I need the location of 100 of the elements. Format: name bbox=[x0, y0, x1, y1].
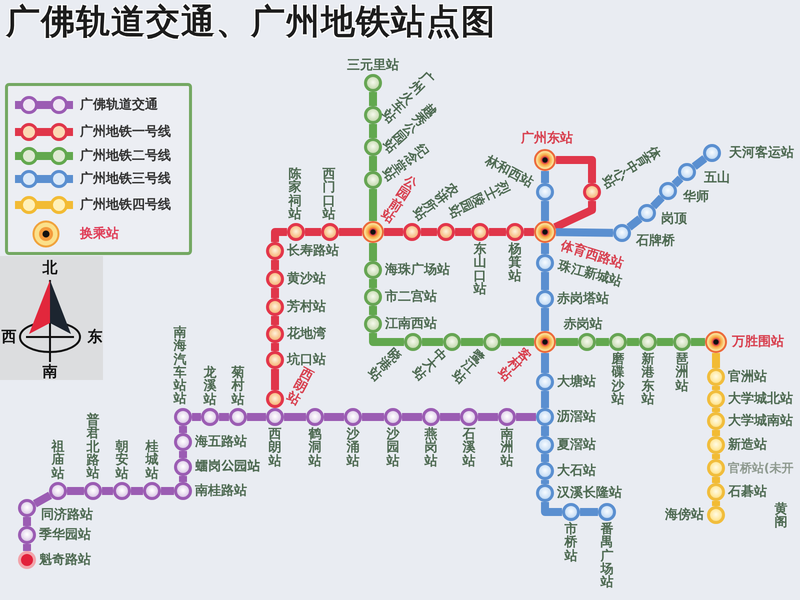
station-marker bbox=[471, 223, 489, 241]
station-name: 赤岗塔站 bbox=[557, 292, 609, 306]
station-marker bbox=[364, 74, 382, 92]
station-marker bbox=[460, 408, 478, 426]
metro-line bbox=[691, 338, 705, 346]
station-marker bbox=[536, 436, 554, 454]
station-marker bbox=[404, 333, 422, 351]
metro-line bbox=[179, 426, 187, 433]
direction-label: 南 bbox=[42, 364, 58, 380]
station-name: 东山口站 bbox=[472, 243, 488, 296]
station-name: 祖庙站 bbox=[50, 440, 66, 480]
station-marker bbox=[422, 408, 440, 426]
metro-line bbox=[384, 228, 403, 236]
station-marker bbox=[609, 333, 627, 351]
station-name: 体育中心站 bbox=[598, 144, 664, 192]
station-marker bbox=[707, 506, 725, 524]
metro-line bbox=[339, 228, 362, 236]
station-name: 石牌桥 bbox=[636, 234, 675, 248]
metro-line bbox=[67, 487, 84, 495]
station-name: 石碁站 bbox=[728, 486, 767, 498]
station-name: 鹭江站 bbox=[448, 347, 488, 387]
station-marker bbox=[613, 224, 631, 242]
metro-line bbox=[305, 228, 321, 236]
legend-text: 换乘站 bbox=[80, 228, 119, 240]
station-marker bbox=[536, 408, 554, 426]
metro-line bbox=[541, 243, 549, 254]
station-name: 大石站 bbox=[557, 464, 596, 478]
station-name: 燕岗站 bbox=[423, 428, 438, 468]
station-name: 西朗站 bbox=[267, 428, 282, 468]
station-marker bbox=[498, 408, 516, 426]
metro-line bbox=[541, 454, 549, 462]
station-marker bbox=[266, 270, 284, 288]
metro-line bbox=[556, 228, 614, 237]
station-name: 陈家祠站 bbox=[287, 168, 302, 221]
station-name: 黄沙站 bbox=[287, 272, 326, 286]
station-name: 海五路站 bbox=[195, 436, 247, 448]
metro-line bbox=[501, 338, 534, 346]
metro-line bbox=[627, 338, 639, 346]
station-name: 魁奇路站 bbox=[39, 554, 91, 566]
metro-line bbox=[271, 343, 279, 351]
metro-line bbox=[556, 156, 596, 183]
station-name: 万胜围站 bbox=[732, 336, 784, 348]
direction-label: 北 bbox=[42, 260, 58, 276]
station-marker bbox=[384, 408, 402, 426]
station-marker bbox=[583, 183, 601, 201]
station-marker bbox=[536, 373, 554, 391]
station-name: 南桂路站 bbox=[195, 484, 247, 498]
metro-line bbox=[440, 413, 460, 421]
station-name: 江南西站 bbox=[385, 318, 437, 330]
metro-line bbox=[421, 228, 437, 236]
station-marker bbox=[266, 351, 284, 369]
station-name: 中大站 bbox=[409, 346, 449, 384]
metro-line bbox=[541, 480, 549, 484]
station-name: 长寿路站 bbox=[287, 244, 339, 258]
metro-line bbox=[524, 228, 534, 236]
metro-line bbox=[219, 413, 229, 421]
metro-line bbox=[461, 338, 483, 346]
metro-line bbox=[712, 408, 720, 412]
metro-line bbox=[369, 92, 377, 106]
interchange-marker bbox=[534, 221, 556, 243]
metro-line bbox=[541, 353, 549, 373]
station-name: 石溪站 bbox=[461, 428, 476, 468]
metro-line bbox=[541, 391, 549, 408]
metro-line bbox=[712, 454, 720, 459]
station-name: 西朗站 bbox=[284, 366, 316, 408]
station-name: 龙溪站 bbox=[202, 366, 218, 406]
metro-line bbox=[556, 338, 578, 346]
metro-line bbox=[692, 155, 708, 170]
station-name: 天河客运站 bbox=[729, 146, 794, 160]
station-marker bbox=[321, 223, 339, 241]
metro-line bbox=[284, 413, 306, 421]
station-name: 新港东站 bbox=[640, 353, 656, 406]
station-marker bbox=[403, 223, 421, 241]
station-marker bbox=[266, 408, 284, 426]
metro-line bbox=[161, 487, 174, 495]
station-name: 菊村站 bbox=[230, 366, 246, 406]
station-name: 朝安站 bbox=[114, 440, 130, 480]
station-marker bbox=[578, 333, 596, 351]
metro-line bbox=[712, 477, 720, 483]
station-marker bbox=[174, 433, 192, 451]
metro-line bbox=[541, 171, 549, 183]
station-name: 沥滘站 bbox=[557, 410, 596, 424]
station-marker bbox=[174, 482, 192, 500]
station-marker bbox=[364, 138, 382, 156]
station-name: 鹤洞站 bbox=[307, 428, 322, 468]
metro-line bbox=[369, 306, 377, 315]
station-marker bbox=[344, 408, 362, 426]
station-name: 南洲站 bbox=[499, 428, 514, 468]
metro-line bbox=[553, 201, 596, 231]
station-name: 番禺广场站 bbox=[599, 523, 614, 590]
metro-line bbox=[179, 476, 187, 482]
metro-line bbox=[489, 228, 506, 236]
station-name: 广州东站 bbox=[521, 132, 573, 145]
station-name: 官洲站 bbox=[728, 370, 767, 384]
station-marker bbox=[673, 333, 691, 351]
legend-text: 广州地铁四号线 bbox=[80, 198, 171, 212]
station-name: 普君北路站 bbox=[85, 414, 100, 480]
metro-line bbox=[650, 194, 665, 210]
station-marker bbox=[707, 436, 725, 454]
station-marker bbox=[598, 503, 616, 521]
